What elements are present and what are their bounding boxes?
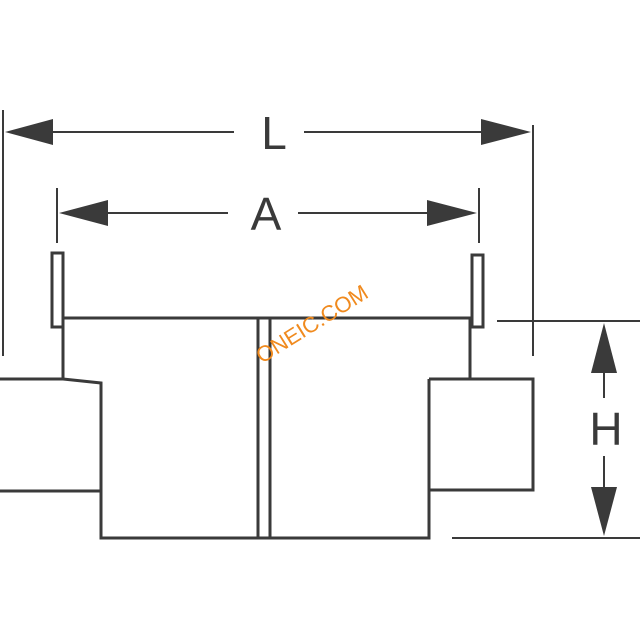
terminal-tab-right xyxy=(470,253,485,329)
dimension-a-label: A xyxy=(251,188,282,240)
dimension-h-arrow-bottom xyxy=(591,487,617,536)
terminal-tab-left xyxy=(50,251,65,329)
dimension-a-arrow-right xyxy=(427,200,477,226)
dimension-h-label: H xyxy=(589,403,622,455)
dimension-a-arrow-left xyxy=(59,200,108,226)
dimension-h-arrow-top xyxy=(591,323,617,373)
dimension-h: H xyxy=(452,320,640,539)
end-block-left xyxy=(0,377,103,493)
lower-body xyxy=(99,379,431,540)
dimension-l: L xyxy=(2,107,534,356)
dimension-l-label: L xyxy=(261,107,287,159)
component-body xyxy=(0,251,535,540)
dimension-a: A xyxy=(56,188,480,243)
end-block-right xyxy=(429,377,535,492)
dimension-l-arrow-left xyxy=(5,119,53,145)
dimension-l-arrow-right xyxy=(481,119,531,145)
